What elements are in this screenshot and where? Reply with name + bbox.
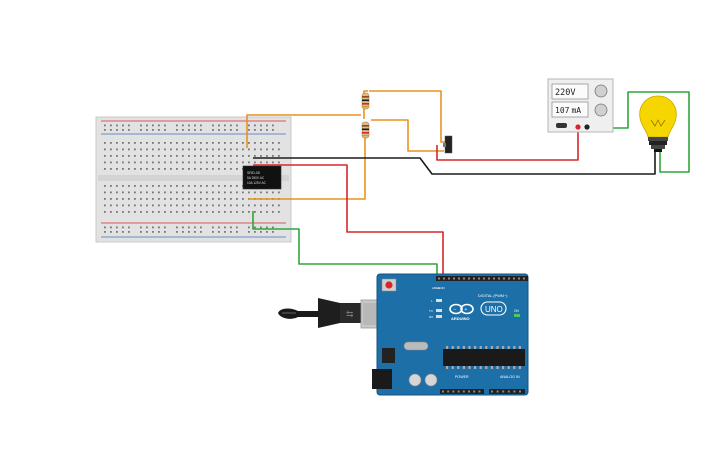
capacitor-1 bbox=[408, 373, 422, 387]
wire-red-switch-supply[interactable] bbox=[436, 128, 579, 161]
gnd-label: GND bbox=[438, 286, 446, 290]
light-bulb[interactable] bbox=[639, 95, 677, 152]
power-label: POWER bbox=[455, 375, 469, 379]
negative-terminal[interactable] bbox=[575, 124, 581, 130]
l-label: L bbox=[431, 299, 433, 303]
on-label: ON bbox=[514, 309, 519, 313]
analog-header[interactable] bbox=[489, 389, 525, 394]
arduino-uno[interactable]: DIGITAL (PWM~) AREF GND L TX RX ON − + A… bbox=[372, 273, 529, 396]
resistor-2[interactable] bbox=[361, 121, 370, 139]
rx-led bbox=[436, 315, 442, 318]
voltage-knob[interactable] bbox=[594, 84, 608, 98]
model-label: UNO bbox=[485, 305, 503, 314]
power-jack[interactable] bbox=[372, 369, 392, 389]
arduino-logo-icon: − + bbox=[449, 303, 474, 315]
voltage-regulator bbox=[382, 348, 395, 363]
svg-text:−: − bbox=[453, 307, 456, 313]
power-header[interactable] bbox=[440, 389, 484, 394]
rx-label: RX bbox=[429, 315, 433, 319]
digital-header[interactable] bbox=[436, 276, 528, 281]
wire-green-supply-bulb[interactable] bbox=[588, 91, 690, 173]
svg-text:+: + bbox=[464, 307, 467, 313]
atmega-chip bbox=[443, 349, 525, 366]
wire-orange-top[interactable] bbox=[246, 114, 361, 148]
tx-label: TX bbox=[429, 309, 433, 313]
resistor-1[interactable] bbox=[361, 92, 370, 110]
positive-terminal[interactable] bbox=[584, 124, 590, 130]
digital-label: DIGITAL (PWM~) bbox=[478, 294, 508, 298]
wire-orange-resistor2-switch[interactable] bbox=[371, 119, 444, 152]
l-led bbox=[436, 299, 442, 302]
on-led bbox=[514, 314, 520, 317]
relay[interactable]: SRD-05 5A 250V AC 10A 125V AC bbox=[242, 165, 282, 190]
wire-orange-bottom[interactable] bbox=[248, 134, 366, 200]
analog-label: ANALOG IN bbox=[500, 375, 520, 379]
voltage-readout: 220V bbox=[555, 88, 575, 98]
relay-label-1: SRD-05 bbox=[247, 171, 260, 175]
relay-label-2: 5A 250V AC bbox=[247, 176, 265, 180]
tx-led bbox=[436, 309, 442, 312]
svg-text:⇆: ⇆ bbox=[346, 309, 354, 319]
capacitor-2 bbox=[424, 373, 438, 387]
crystal bbox=[403, 341, 429, 351]
wire-green-breadboard-arduino[interactable] bbox=[252, 211, 438, 276]
wire-orange-resistor1-switch[interactable] bbox=[369, 90, 447, 143]
brand-label: ARDUINO bbox=[451, 316, 470, 321]
transistor-switch[interactable] bbox=[443, 135, 453, 154]
wire-red-relay-arduino[interactable] bbox=[253, 164, 444, 276]
power-switch[interactable] bbox=[556, 123, 567, 128]
current-knob[interactable] bbox=[594, 103, 608, 117]
relay-label-3: 10A 125V AC bbox=[247, 181, 267, 185]
wire-black-relay-switch[interactable] bbox=[253, 150, 656, 175]
wires[interactable] bbox=[246, 90, 690, 276]
aref-label: AREF bbox=[432, 286, 440, 290]
